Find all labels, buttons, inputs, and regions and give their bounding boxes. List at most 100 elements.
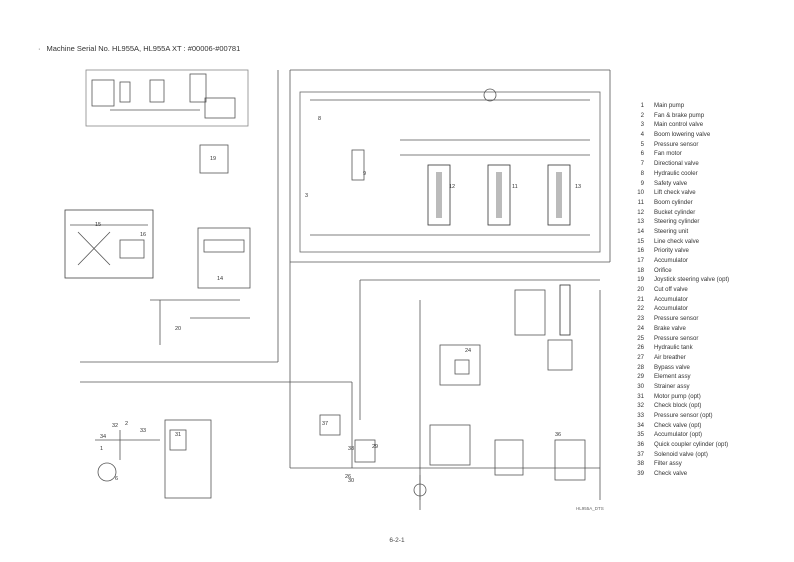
legend-text: Safety valve	[654, 179, 688, 187]
label-6: 6	[115, 476, 118, 482]
legend-item: 27 Air breather	[626, 353, 786, 363]
legend-number: 26	[637, 344, 644, 352]
legend-item: 28 Bypass valve	[626, 363, 786, 373]
legend-text: Check valve	[654, 470, 688, 478]
legend-text: Pressure sensor	[654, 140, 699, 148]
legend-number: 5	[640, 140, 644, 148]
legend-item: 19 Joystick steering valve (opt)	[626, 275, 786, 285]
legend-text: Steering cylinder	[654, 218, 700, 226]
legend-text: Steering unit	[654, 227, 689, 235]
legend-text: Quick coupler cylinder (opt)	[654, 441, 729, 449]
label-19: 19	[210, 156, 216, 162]
legend-number: 19	[637, 276, 644, 284]
pipe-lines	[80, 69, 611, 510]
legend-text: Directional valve	[654, 160, 699, 168]
legend-text: Accumulator	[654, 305, 688, 313]
legend-number: 13	[637, 218, 644, 226]
legend-number: 16	[637, 247, 644, 255]
label-13: 13	[575, 184, 581, 190]
legend-text: Element assy	[654, 373, 691, 381]
legend-number: 27	[637, 353, 644, 361]
legend-text: Joystick steering valve (opt)	[654, 276, 730, 284]
header-title: Machine Serial No. HL955A, HL955A XT : #…	[46, 44, 241, 53]
label-14: 14	[217, 276, 223, 282]
label-37: 37	[322, 421, 328, 427]
legend-number: 23	[637, 315, 644, 323]
legend-text: Brake valve	[654, 324, 686, 332]
legend-text: Air breather	[654, 353, 686, 361]
legend-item: 21 Accumulator	[626, 295, 786, 305]
legend-number: 25	[637, 334, 644, 342]
label-38: 38	[348, 446, 354, 452]
label-36: 36	[555, 432, 561, 438]
legend-text: Hydraulic tank	[654, 344, 693, 352]
legend-number: 36	[637, 441, 644, 449]
legend-number: 15	[637, 237, 644, 245]
legend-number: 28	[637, 363, 644, 371]
legend-text: Line check valve	[654, 237, 700, 245]
legend-number: 30	[637, 382, 644, 390]
legend-item: 33 Pressure sensor (opt)	[626, 411, 786, 421]
joystick-detail-box	[85, 69, 249, 127]
legend-number: 22	[637, 305, 644, 313]
legend-number: 2	[640, 111, 644, 119]
legend-text: Priority valve	[654, 247, 689, 255]
legend-text: Solenoid valve (opt)	[654, 450, 708, 458]
label-26: 26	[345, 474, 351, 480]
legend-number: 38	[637, 460, 644, 468]
main-control-valve-bank	[299, 88, 601, 253]
legend-text: Motor pump (opt)	[654, 392, 701, 400]
legend-item: 26 Hydraulic tank	[626, 343, 786, 353]
machine-serial-header: ·Machine Serial No. HL955A, HL955A XT : …	[38, 44, 240, 53]
legend-text: Pressure sensor (opt)	[654, 412, 713, 419]
legend-text: Orifice	[654, 266, 672, 274]
legend-item: 36 Quick coupler cylinder (opt)	[626, 440, 786, 450]
legend-text: Bypass valve	[654, 363, 690, 371]
legend-number: 21	[637, 295, 644, 303]
legend-text: Fan motor	[654, 150, 682, 158]
legend-text: Check valve (opt)	[654, 421, 702, 429]
legend-text: Main pump	[654, 102, 685, 109]
label-34: 34	[100, 434, 106, 440]
legend-number: 4	[640, 131, 644, 139]
legend-number: 11	[637, 198, 644, 206]
legend-text: Check block (opt)	[654, 402, 702, 410]
legend-item: 11 Boom cylinder	[626, 198, 786, 208]
legend-item: 2 Fan & brake pump	[626, 111, 786, 121]
label-16: 16	[140, 232, 146, 238]
legend-text: Fan & brake pump	[654, 111, 705, 119]
legend-text: Accumulator (opt)	[654, 431, 703, 439]
label-11: 11	[512, 184, 518, 190]
legend-number: 20	[637, 286, 644, 294]
legend-text: Bucket cylinder	[654, 208, 696, 216]
legend-item: 5 Pressure sensor	[626, 140, 786, 150]
label-32: 32	[112, 423, 118, 429]
legend-number: 35	[637, 431, 644, 439]
legend-number: 17	[637, 257, 644, 264]
legend-number: 33	[637, 412, 644, 419]
page-number: 6-2-1	[389, 537, 405, 544]
legend-text: Accumulator	[654, 295, 688, 303]
legend-item: 15 Line check valve	[626, 237, 786, 247]
legend-text: Main control valve	[654, 121, 704, 129]
legend-text: Boom cylinder	[654, 198, 693, 206]
